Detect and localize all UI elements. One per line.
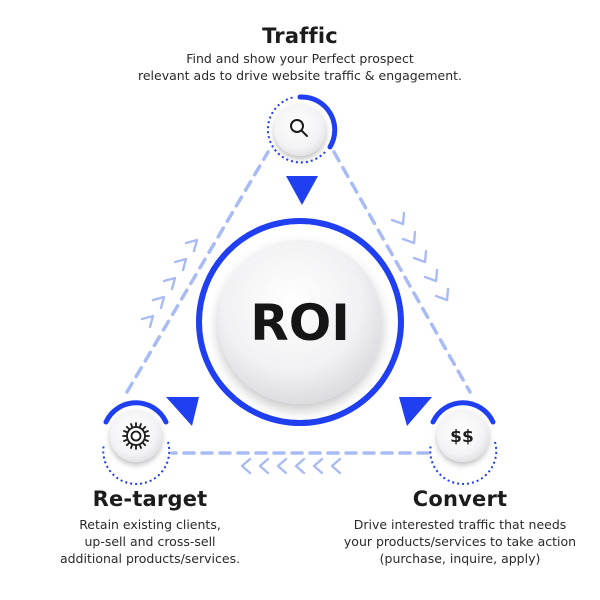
convert-title: Convert: [412, 487, 508, 511]
retarget-description: Retain existing clients, up-sell and cro…: [20, 516, 280, 567]
retarget-description-line: additional products/services.: [59, 551, 241, 566]
traffic-description-line: Find and show your Perfect prospect: [186, 51, 414, 66]
connector-traffic-convert: [332, 150, 472, 394]
retarget-description-line: Retain existing clients,: [79, 517, 221, 532]
traffic-node[interactable]: [266, 94, 338, 164]
chevrons-down-right: [390, 211, 450, 302]
retarget-description-line: up-sell and cross-sell: [84, 534, 216, 549]
dollar-icon: $$: [450, 427, 474, 447]
retarget-title: Re-target: [92, 487, 208, 511]
traffic-title: Traffic: [262, 24, 338, 48]
chevrons-left: [240, 457, 342, 475]
traffic-description: Find and show your Perfect prospect rele…: [60, 50, 540, 84]
arrow-traffic-to-roi: [286, 176, 318, 205]
chevrons-up-right: [140, 238, 199, 329]
traffic-description-line: relevant ads to drive website traffic & …: [137, 68, 463, 83]
convert-description-line: your products/services to take action: [343, 534, 577, 549]
arrow-convert-to-roi: [399, 397, 432, 426]
convert-description: Drive interested traffic that needs your…: [310, 516, 600, 567]
roi-label: ROI: [250, 294, 350, 352]
gear-icon: [122, 422, 150, 450]
retarget-node[interactable]: [102, 400, 171, 485]
search-icon: [290, 119, 308, 137]
convert-description-line: Drive interested traffic that needs: [353, 517, 567, 532]
convert-node[interactable]: $$: [429, 400, 498, 485]
convert-description-line: (purchase, inquire, apply): [379, 551, 541, 566]
arrow-retarget-to-roi: [166, 397, 199, 426]
connector-retarget-traffic: [125, 150, 270, 394]
roi-center-node: ROI: [196, 218, 404, 426]
